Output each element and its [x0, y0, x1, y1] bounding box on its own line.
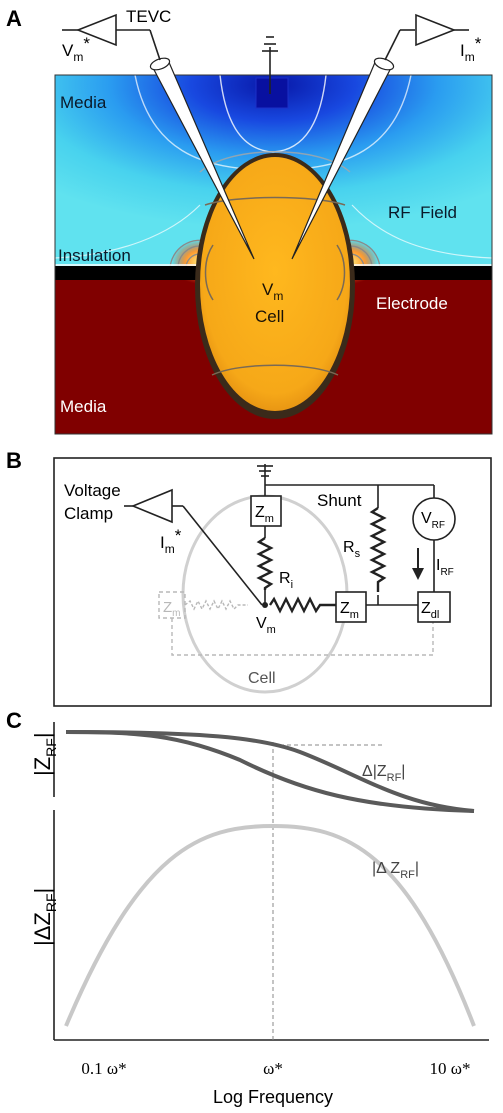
panel-b: B — [6, 448, 492, 707]
irf-arrow-head — [412, 568, 424, 580]
tick-label-high: 10 ω* — [430, 1059, 471, 1078]
y-label-delta-z: |ΔZRF| — [30, 888, 59, 946]
ri-label: Ri — [279, 570, 293, 591]
rf-field-label: RF Field — [388, 203, 457, 222]
rs-label: Rs — [343, 539, 361, 560]
media-top-label: Media — [60, 93, 107, 112]
zm-bottom-label: Zm — [340, 600, 359, 621]
shunt-label: Shunt — [317, 491, 362, 510]
zm-box-bottom — [335, 591, 367, 623]
zm-top-label: Zm — [255, 504, 274, 525]
cell-contour — [204, 244, 214, 301]
panel-a: A — [6, 6, 493, 435]
dashed-resistor — [184, 599, 248, 611]
ground-pad — [255, 77, 289, 109]
voltage-pipette-rim — [149, 57, 171, 71]
zdl-label: Zdl — [421, 600, 439, 621]
amplifier-vm — [75, 13, 117, 47]
circuit-wires — [124, 464, 435, 606]
annotation-delta-abs-z: Δ|ZRF| — [362, 763, 405, 784]
clamp-label: Clamp — [64, 504, 113, 523]
resistor-ri — [256, 537, 274, 590]
im-label: Im* — [160, 526, 182, 556]
vm-star-label: Vm* — [62, 34, 90, 64]
vm-label: Vm — [256, 615, 276, 636]
vrf-source — [412, 497, 456, 541]
cell-label: Cell — [255, 307, 284, 326]
vrf-label: VRF — [421, 510, 445, 531]
voltage-label: Voltage — [64, 481, 121, 500]
vm-node — [262, 602, 268, 608]
insulation-left — [55, 266, 207, 280]
cell-label-b: Cell — [248, 670, 276, 687]
amplifier-im — [415, 13, 457, 47]
electrode-label: Electrode — [376, 294, 448, 313]
tick-label-mid: ω* — [263, 1059, 283, 1078]
annotation-abs-delta-z: |Δ ZRF| — [372, 860, 419, 881]
curve-delta-z — [64, 823, 476, 1027]
insulation-label: Insulation — [58, 246, 131, 265]
cell-contour — [336, 244, 346, 301]
voltage-clamp-amplifier — [130, 488, 173, 524]
tevc-label: TEVC — [126, 7, 171, 26]
panel-c-letter: C — [6, 708, 22, 733]
resistor-rs — [369, 507, 387, 592]
x-axis-label: Log Frequency — [213, 1087, 333, 1107]
resistor-series — [269, 596, 348, 614]
y-label-z: |ZRF| — [30, 732, 59, 776]
cell-vm-label: Vm — [262, 280, 283, 303]
cell-contour — [211, 364, 339, 376]
field-contour — [351, 204, 492, 259]
panel-b-letter: B — [6, 448, 22, 473]
irf-label: IRF — [436, 557, 454, 578]
panel-a-letter: A — [6, 6, 22, 31]
tick-label-low: 0.1 ω* — [81, 1059, 126, 1078]
insulation-right — [346, 266, 492, 280]
panel-c: C |ZRF| |ΔZRF| Δ|ZRF| |Δ ZRF| 0.1 ω* ω* … — [6, 708, 489, 1107]
field-contour — [55, 204, 201, 259]
zm-dashed-label: Zm — [163, 599, 181, 619]
media-bottom-label: Media — [60, 397, 107, 416]
curve-z-high — [65, 730, 475, 813]
im-star-label: Im* — [460, 34, 482, 64]
panel-a-frame — [54, 74, 493, 435]
tevc-wiring — [62, 29, 469, 94]
zdl-box — [417, 591, 451, 623]
cell-contour — [204, 196, 346, 206]
zm-box-top — [250, 495, 282, 527]
